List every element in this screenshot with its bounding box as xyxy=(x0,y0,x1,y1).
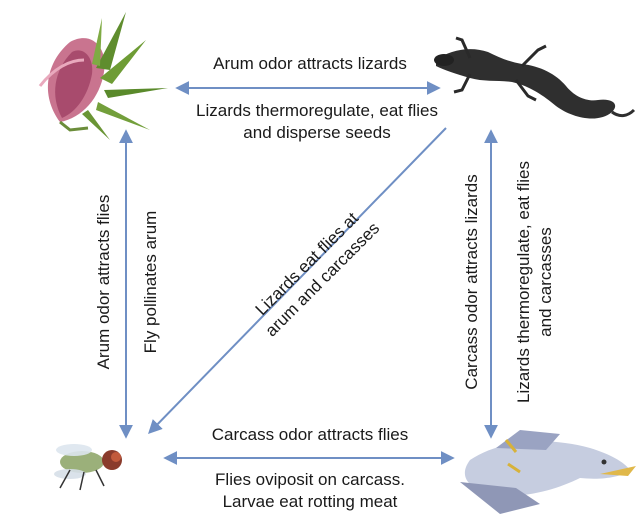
label-carcass-attracts-flies: Carcass odor attracts flies xyxy=(170,424,450,446)
label-line: Lizards thermoregulate, eat flies xyxy=(513,152,535,412)
lizard-icon xyxy=(434,38,634,119)
label-line: and disperse seeds xyxy=(172,122,462,144)
label-arum-attracts-lizards: Arum odor attracts lizards xyxy=(180,53,440,75)
label-arum-attracts-flies: Arum odor attracts flies xyxy=(93,167,115,397)
fly-icon xyxy=(54,444,122,490)
label-flies-oviposit: Flies oviposit on carcass. Larvae eat ro… xyxy=(180,469,440,513)
label-fly-pollinates: Fly pollinates arum xyxy=(140,187,162,377)
label-lizards-at-carcass: Lizards thermoregulate, eat flies and ca… xyxy=(513,152,557,412)
label-carcass-attracts-lizards: Carcass odor attracts lizards xyxy=(461,157,483,407)
label-lizards-thermoregulate-seeds: Lizards thermoregulate, eat flies and di… xyxy=(172,100,462,144)
arum-plant-icon xyxy=(40,12,168,140)
bird-carcass-icon xyxy=(460,430,636,514)
label-line: Flies oviposit on carcass. xyxy=(180,469,440,491)
label-line: Lizards thermoregulate, eat flies xyxy=(172,100,462,122)
label-line: Larvae eat rotting meat xyxy=(180,491,440,513)
label-line: and carcasses xyxy=(535,152,557,412)
